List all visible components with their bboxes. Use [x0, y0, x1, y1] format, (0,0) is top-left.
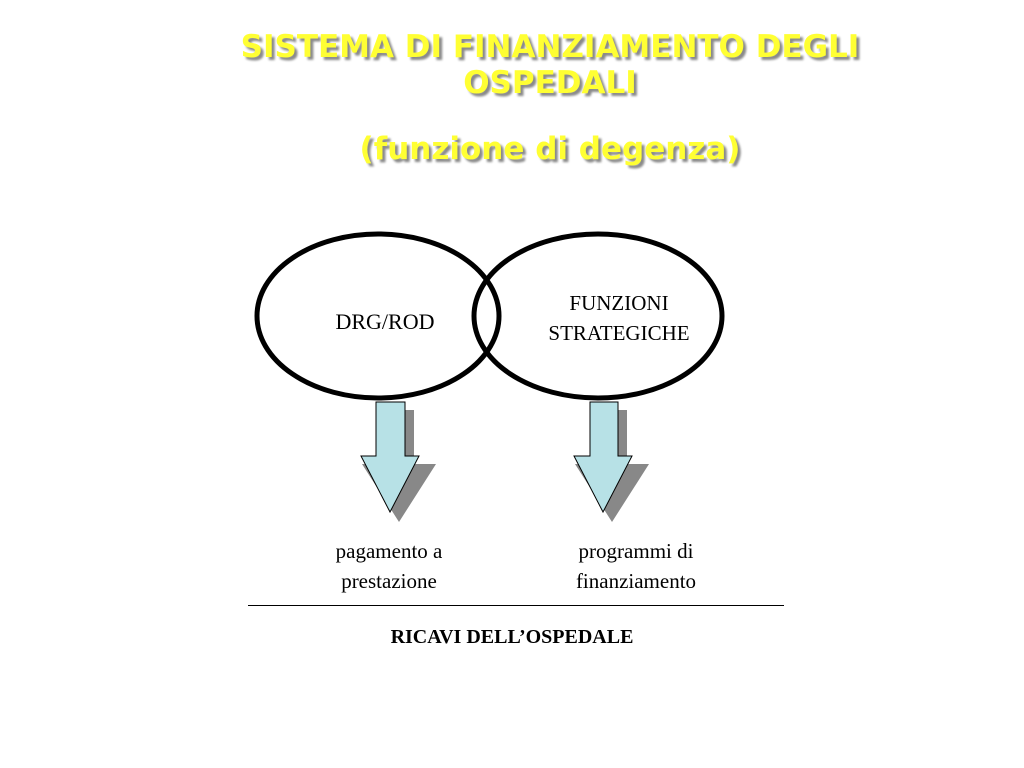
slide-subtitle: (funzione di degenza) [359, 131, 741, 167]
strategiche-label: STRATEGICHE [548, 321, 689, 345]
left-outcome-line-2: prestazione [341, 569, 437, 593]
left-down-arrow-icon [360, 401, 436, 522]
funzioni-strategiche-circle [471, 231, 725, 401]
funzioni-label: FUNZIONI [569, 291, 668, 315]
drg-rod-label: DRG/ROD [335, 309, 434, 334]
right-down-arrow-icon [573, 401, 649, 522]
divider-line [248, 605, 784, 606]
right-outcome-line-2: finanziamento [576, 569, 696, 593]
title-line-2: OSPEDALI [463, 65, 637, 101]
ricavi-label: RICAVI DELL’OSPEDALE [391, 626, 634, 648]
right-outcome-line-1: programmi di [579, 539, 694, 563]
slide-title: SISTEMA DI FINANZIAMENTO DEGLI OSPEDALI [150, 29, 950, 101]
left-outcome-line-1: pagamento a [336, 539, 443, 563]
drg-rod-circle [254, 231, 502, 401]
title-line-1: SISTEMA DI FINANZIAMENTO DEGLI [240, 29, 860, 65]
